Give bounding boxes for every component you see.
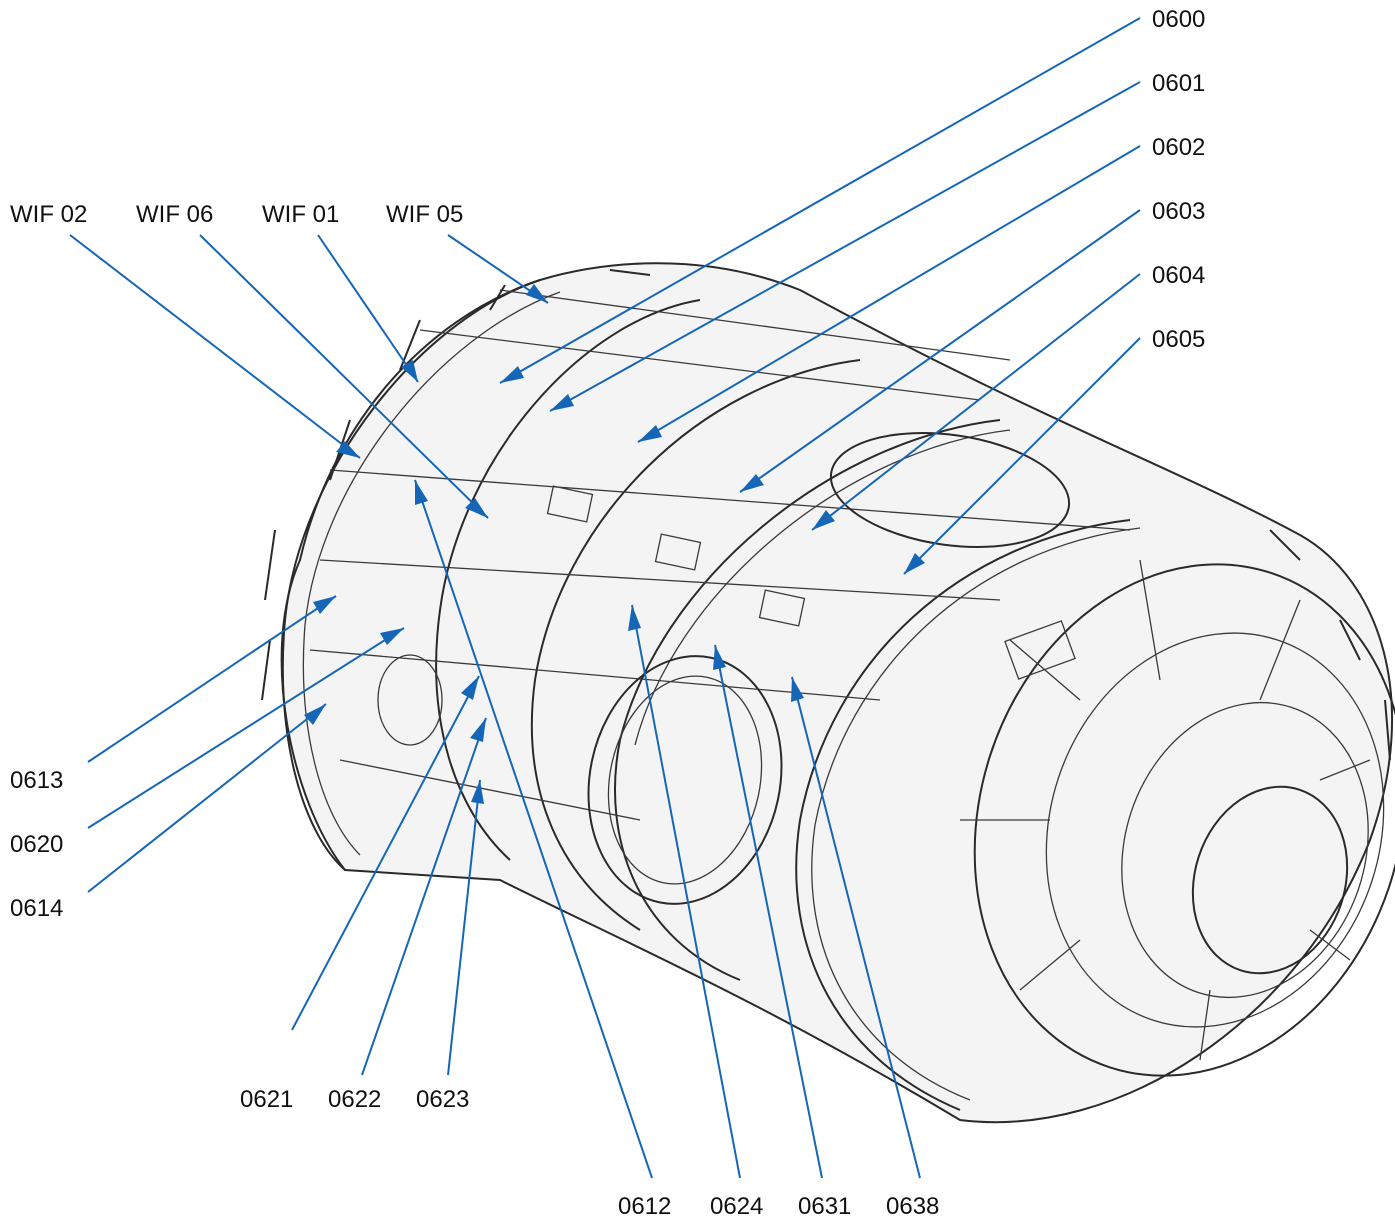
- arrowhead-0621: [461, 676, 479, 700]
- label-0621: 0621: [240, 1086, 293, 1113]
- label-0638: 0638: [886, 1193, 939, 1220]
- label-0605: 0605: [1152, 326, 1205, 353]
- arrowhead-wif-02: [336, 441, 360, 458]
- leader-0601: [549, 81, 1141, 412]
- leader-0638: [791, 676, 921, 1179]
- arrowhead-0624: [628, 605, 641, 631]
- label-wif-06: WIF 06: [136, 201, 213, 228]
- arrowhead-0620: [380, 628, 404, 645]
- label-0631: 0631: [798, 1193, 851, 1220]
- leader-0622: [361, 717, 487, 1076]
- arrowhead-0601: [550, 394, 574, 411]
- label-wif-05: WIF 05: [386, 201, 463, 228]
- label-0602: 0602: [1152, 134, 1205, 161]
- arrowhead-0638: [791, 677, 804, 702]
- leader-wif-02: [69, 234, 361, 459]
- arrowhead-0613: [313, 596, 336, 614]
- leader-0623: [447, 779, 481, 1076]
- arrowhead-0600: [500, 366, 524, 383]
- leader-0602: [637, 145, 1141, 443]
- label-0623: 0623: [416, 1086, 469, 1113]
- arrowheads: [304, 284, 925, 804]
- leader-wif-06: [199, 234, 489, 519]
- arrowhead-0622: [470, 718, 486, 742]
- leader-0600: [499, 17, 1141, 384]
- labels: 0600 0601 0602 0603 0604 0605 WIF 02 WIF…: [10, 6, 1205, 1220]
- arrowhead-0612: [415, 480, 428, 505]
- leader-0613: [87, 595, 337, 763]
- label-0624: 0624: [710, 1193, 763, 1220]
- label-wif-01: WIF 01: [262, 201, 339, 228]
- label-wif-02: WIF 02: [10, 201, 87, 228]
- label-0600: 0600: [1152, 6, 1205, 33]
- leader-0612: [414, 479, 653, 1179]
- label-0612: 0612: [618, 1193, 671, 1220]
- label-0604: 0604: [1152, 262, 1205, 289]
- leader-0614: [87, 703, 327, 893]
- arrowhead-0604: [812, 510, 835, 530]
- label-0603: 0603: [1152, 198, 1205, 225]
- leader-0620: [87, 627, 405, 829]
- leader-0631: [714, 644, 823, 1179]
- label-0613: 0613: [10, 767, 63, 794]
- leader-0603: [739, 209, 1141, 493]
- module-drawing: [261, 262, 1395, 1124]
- arrowhead-wif-01: [401, 360, 418, 382]
- arrowhead-0603: [740, 474, 764, 492]
- arrowhead-0623: [471, 780, 484, 804]
- label-0622: 0622: [328, 1086, 381, 1113]
- arrowhead-0614: [304, 704, 326, 725]
- arrowhead-wif-06: [465, 498, 488, 518]
- arrowhead-0605: [904, 553, 925, 574]
- label-0601: 0601: [1152, 70, 1205, 97]
- leader-0605: [903, 337, 1141, 575]
- leader-wif-01: [317, 234, 419, 383]
- leader-0624: [631, 604, 741, 1179]
- leader-lines: [69, 17, 1141, 1179]
- arrowhead-0631: [713, 645, 726, 670]
- leader-0604: [811, 273, 1141, 531]
- arrowhead-0602: [638, 425, 662, 442]
- label-0620: 0620: [10, 831, 63, 858]
- arrowhead-wif-05: [526, 284, 548, 303]
- leader-0621: [291, 675, 480, 1031]
- label-0614: 0614: [10, 895, 63, 922]
